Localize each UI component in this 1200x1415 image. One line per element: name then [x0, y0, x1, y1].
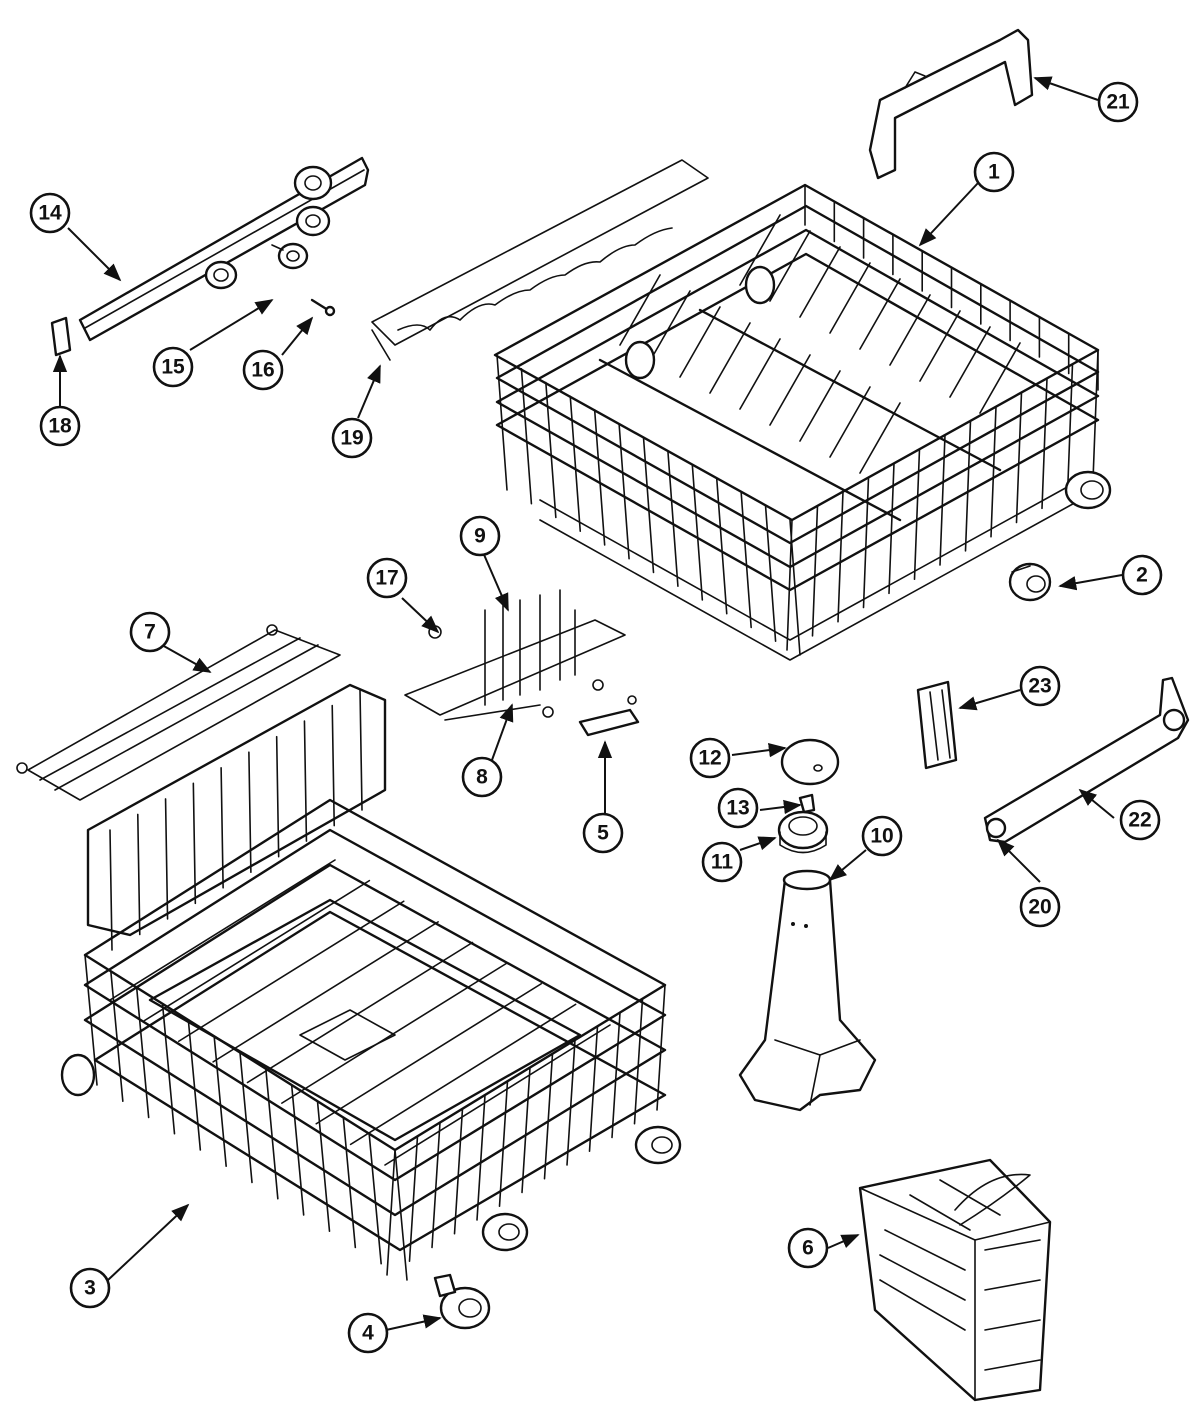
- svg-text:7: 7: [144, 621, 156, 644]
- svg-text:6: 6: [802, 1237, 814, 1260]
- svg-text:12: 12: [698, 747, 721, 770]
- tower-cap: [780, 738, 840, 786]
- upper-tine-row: [371, 159, 709, 361]
- svg-text:22: 22: [1128, 809, 1151, 832]
- svg-text:13: 13: [726, 797, 749, 820]
- svg-text:17: 17: [375, 567, 398, 590]
- callout-8: 8: [461, 756, 503, 798]
- callout-18: 18: [39, 405, 81, 447]
- lower-rack: [60, 683, 682, 1281]
- cap-screw: [798, 793, 816, 814]
- svg-text:14: 14: [38, 202, 62, 225]
- callout-20: 20: [1019, 886, 1061, 928]
- svg-text:10: 10: [870, 825, 893, 848]
- callout-2: 2: [1121, 554, 1163, 596]
- callout-7: 7: [129, 611, 171, 653]
- cup-shelf-assembly: [404, 589, 626, 721]
- callout-6: 6: [787, 1227, 829, 1269]
- callout-15: 15: [152, 346, 194, 388]
- svg-text:5: 5: [597, 822, 609, 845]
- svg-text:23: 23: [1028, 675, 1051, 698]
- rack-roller: [271, 242, 309, 270]
- svg-text:19: 19: [340, 427, 363, 450]
- callout-3: 3: [69, 1267, 111, 1309]
- silverware-basket: [858, 1158, 1052, 1402]
- svg-text:18: 18: [48, 415, 72, 438]
- svg-text:4: 4: [362, 1322, 374, 1345]
- upper-rack: [493, 183, 1112, 661]
- lower-rack-roller: [433, 1273, 491, 1330]
- callout-13: 13: [717, 787, 759, 829]
- tower-nut: [777, 810, 829, 854]
- leader-lines: [52, 76, 1123, 1331]
- callout-23: 23: [1019, 665, 1061, 707]
- callout-10: 10: [861, 815, 903, 857]
- svg-text:15: 15: [161, 356, 185, 379]
- svg-text:20: 20: [1028, 896, 1051, 919]
- callout-16: 16: [242, 349, 284, 391]
- rack-clip: [578, 695, 640, 737]
- svg-text:16: 16: [251, 359, 274, 382]
- callout-12: 12: [689, 737, 731, 779]
- rack-arm: [983, 676, 1190, 844]
- callout-5: 5: [582, 812, 624, 854]
- handle-cover: [868, 28, 1034, 180]
- callout-22: 22: [1119, 799, 1161, 841]
- svg-text:9: 9: [474, 525, 486, 548]
- lower-tine-row: [16, 624, 341, 801]
- svg-text:2: 2: [1136, 564, 1148, 587]
- callout-14: 14: [29, 192, 71, 234]
- callout-4: 4: [347, 1312, 389, 1354]
- callout-labels: 1 2 3 4 5 6 7 8 9 10 11 12 13 14 15: [29, 81, 1163, 1354]
- rack-rail: [78, 156, 370, 342]
- rail-end-cap: [50, 316, 72, 357]
- svg-text:21: 21: [1106, 91, 1130, 114]
- upper-rack-roller: [1008, 562, 1052, 602]
- callout-1: 1: [973, 151, 1015, 193]
- callout-17: 17: [366, 557, 408, 599]
- svg-text:3: 3: [84, 1277, 96, 1300]
- callout-11: 11: [701, 841, 743, 883]
- callout-19: 19: [331, 417, 373, 459]
- svg-text:11: 11: [711, 851, 734, 874]
- rail-bracket: [916, 680, 958, 770]
- callout-21: 21: [1097, 81, 1139, 123]
- svg-text:1: 1: [988, 161, 1000, 184]
- spray-tower: [738, 869, 877, 1112]
- svg-text:8: 8: [476, 766, 488, 789]
- roller-screw: [310, 298, 336, 317]
- callout-9: 9: [459, 515, 501, 557]
